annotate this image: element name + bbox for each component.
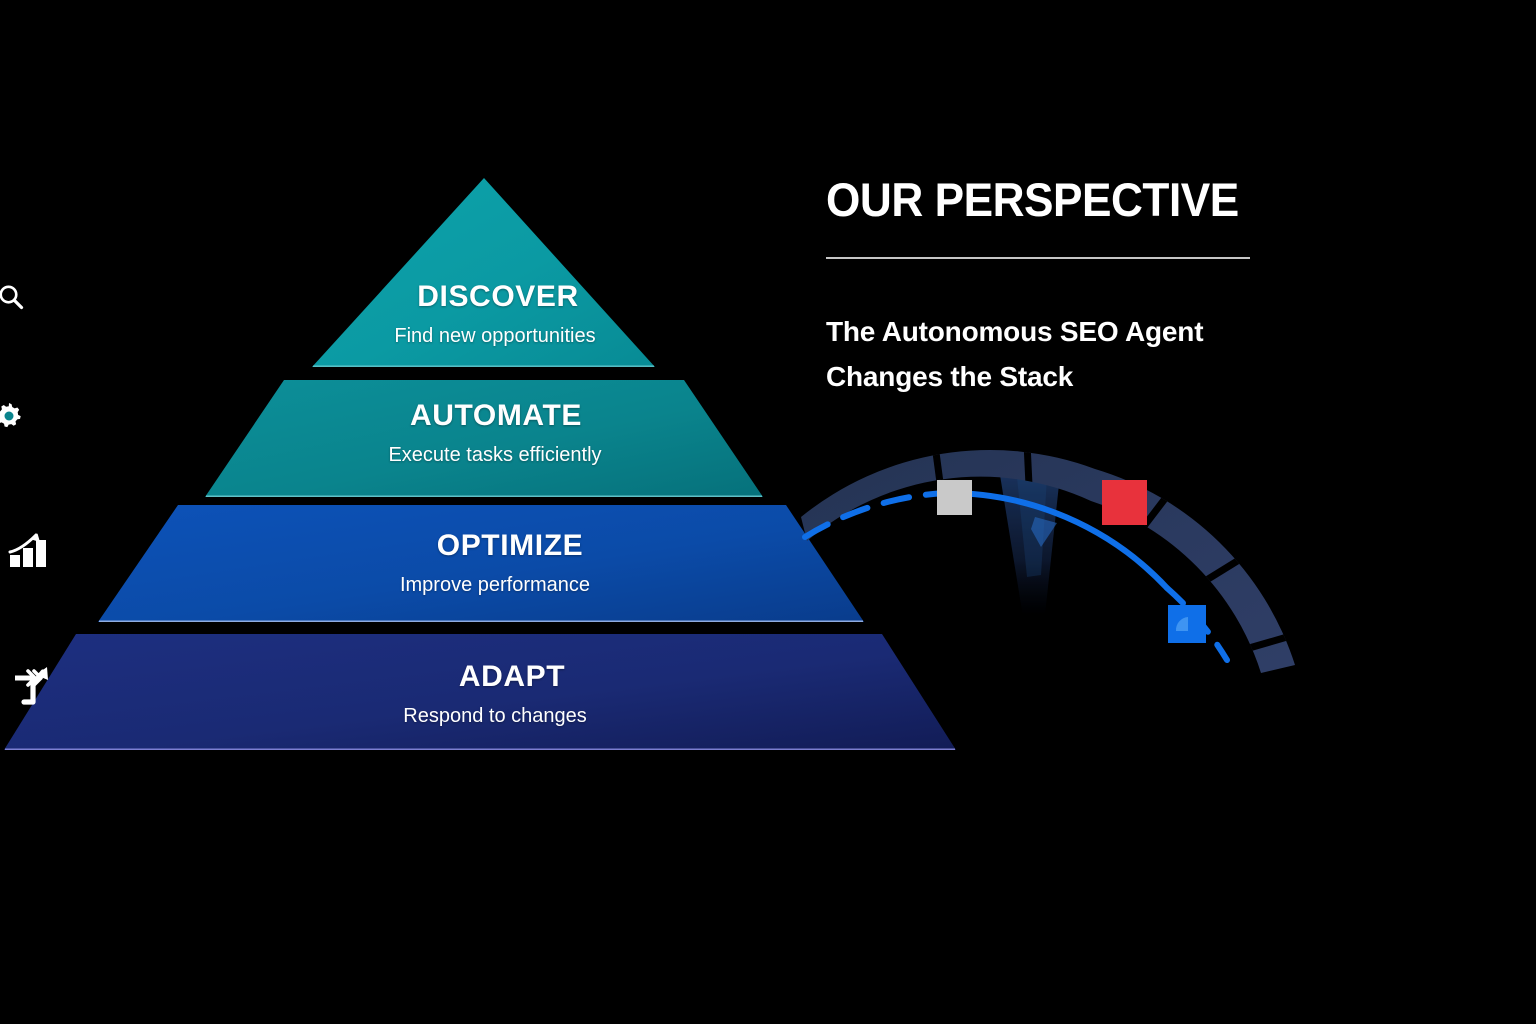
subtitle-line-1: The Autonomous SEO Agent (826, 315, 1204, 347)
arc-band (801, 450, 1295, 673)
page-subtitle: The Autonomous SEO Agent Changes the Sta… (826, 309, 1296, 400)
tier-shape-adapt (4, 634, 956, 750)
curve-solid-middle (942, 489, 1170, 591)
perspective-panel: OUR PERSPECTIVE The Autonomous SEO Agent… (826, 176, 1296, 400)
tier-shape-discover (312, 178, 655, 367)
tier-shape-automate (205, 380, 763, 497)
subtitle-line-2: Changes the Stack (826, 361, 1074, 393)
tier-shape-optimize (98, 505, 864, 622)
blue-square-highlight (1175, 617, 1188, 631)
page-title: OUR PERSPECTIVE (826, 173, 1239, 226)
red-square-marker (1102, 480, 1147, 525)
curve-dashed-left (802, 490, 948, 540)
title-divider (826, 256, 1250, 259)
segmented-arc-graphic (795, 450, 1355, 700)
gray-square-marker (937, 480, 972, 515)
